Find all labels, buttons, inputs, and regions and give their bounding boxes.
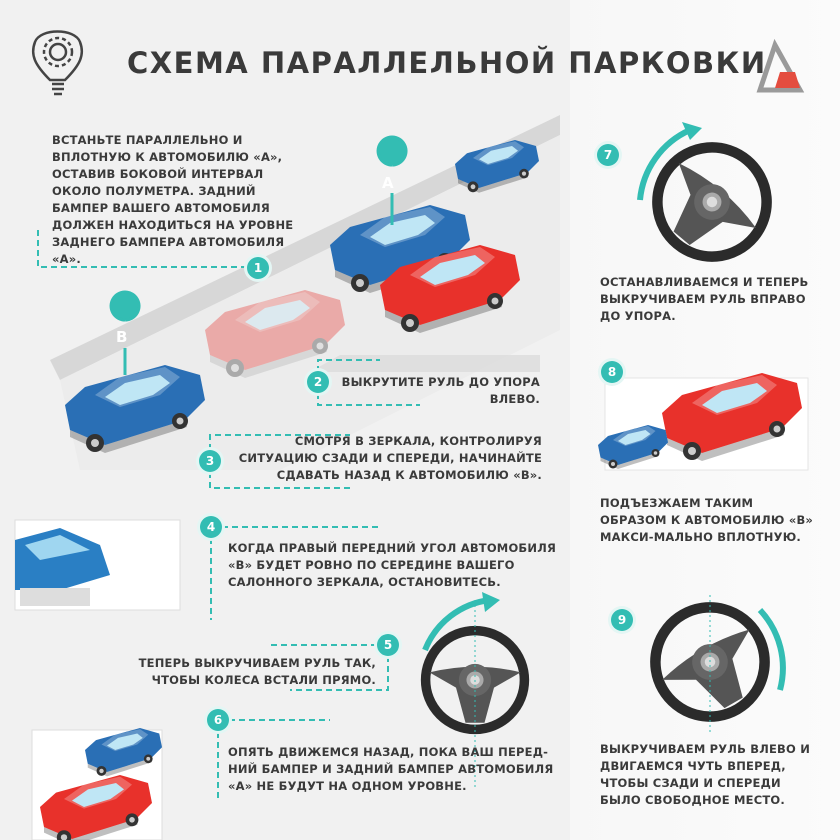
- step-1-badge: 1: [247, 257, 269, 279]
- windshield-view-image: [14, 519, 181, 611]
- step-9-badge: 9: [611, 609, 633, 631]
- step-2-badge: 2: [307, 371, 329, 393]
- step-7-text: Останавливаемся и теперь выкручиваем рул…: [600, 275, 809, 323]
- road-diagram: [50, 115, 560, 470]
- marker-a-pin: [376, 135, 408, 225]
- step-2-text: Выкрутите руль до упора влево.: [341, 375, 540, 406]
- step-6-text: Опять движемся назад, пока ваш перед-ний…: [228, 745, 554, 793]
- marker-b-pin: [109, 290, 141, 375]
- step-5-badge: 5: [377, 634, 399, 656]
- steering-wheel-step9: [635, 587, 784, 736]
- step-8-badge: 8: [601, 361, 623, 383]
- step-1-text: Встаньте параллельно и вплотную к автомо…: [52, 133, 294, 266]
- marker-b-label: B: [116, 328, 128, 346]
- step8-image: [598, 373, 809, 471]
- step-7-badge: 7: [597, 144, 619, 166]
- steering-wheel-step5: [425, 592, 524, 790]
- connector-lines: [37, 230, 420, 800]
- steering-wheel-step7: [635, 122, 789, 279]
- step-9-text: Выкручиваем руль влево и двигаемся чуть …: [600, 742, 811, 807]
- step-3-text: Смотря в зеркала, контролируя ситуацию с…: [238, 434, 542, 482]
- reverse-arrow: [310, 355, 540, 372]
- step6-image: [31, 728, 163, 840]
- step-4-badge: 4: [200, 516, 222, 538]
- marker-a-label: A: [382, 174, 394, 192]
- step-5-text: Теперь выкручиваем руль так, чтобы колес…: [138, 656, 376, 687]
- company-logo: [756, 38, 805, 93]
- step-8-text: Подъезжаем таким образом к автомобилю «В…: [600, 496, 814, 544]
- step-4-text: Когда правый передний угол автомобиля «В…: [228, 541, 557, 589]
- page-title: СХЕМА ПАРАЛЛЕЛЬНОЙ ПАРКОВКИ: [127, 46, 767, 80]
- step-6-badge: 6: [207, 709, 229, 731]
- step-3-badge: 3: [199, 450, 221, 472]
- lightbulb-gear-icon: [31, 30, 84, 96]
